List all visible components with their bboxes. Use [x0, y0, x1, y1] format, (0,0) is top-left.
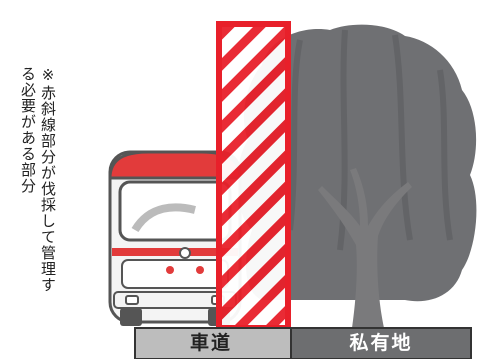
note-line-1: ※赤斜線部分が伐採して管理す — [39, 66, 57, 293]
vehicle-front-illustration — [108, 150, 242, 326]
private-land-label: 私有地 — [349, 332, 413, 354]
tree-illustration — [237, 24, 477, 328]
tree-canopy-texture — [287, 29, 453, 251]
note-line-2: る必要がある部分 — [19, 66, 37, 194]
road-label: 車道 — [189, 332, 232, 354]
hatched-clearance-zone — [216, 21, 291, 331]
road-band — [134, 327, 292, 359]
private-land-band — [290, 327, 472, 359]
tree-trunk — [318, 168, 412, 328]
